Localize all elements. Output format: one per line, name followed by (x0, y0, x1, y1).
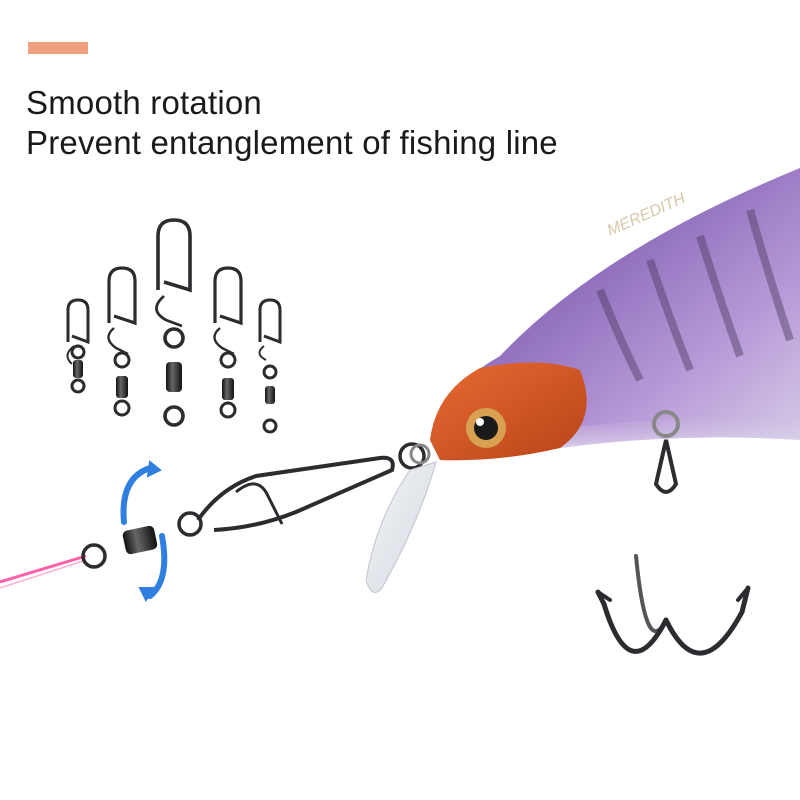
treble-hook (595, 410, 751, 656)
connected-snap-swivel (81, 442, 426, 569)
fishing-lure: MEREDITH (365, 168, 800, 593)
lure-stripes (596, 208, 794, 382)
snap-swivel-medium-right (213, 266, 243, 419)
snap-swivel-medium-left (107, 266, 137, 417)
snap-swivel-small-right (258, 298, 282, 434)
accent-bar (28, 42, 88, 54)
lure-head (430, 362, 587, 461)
lure-eye (466, 408, 506, 448)
headline-smooth-rotation: Smooth rotation (26, 84, 262, 121)
lure-diving-lip (365, 461, 437, 593)
snap-swivel-large-center (155, 218, 192, 427)
snap-swivel-small-left (66, 298, 90, 394)
fishing-line (0, 554, 87, 589)
snap-swivel-set (66, 218, 282, 434)
rotation-arrow-icon (120, 460, 168, 602)
headline-prevent-entanglement: Prevent entanglement of fishing line (26, 124, 558, 161)
lure-tow-eye (409, 443, 431, 465)
